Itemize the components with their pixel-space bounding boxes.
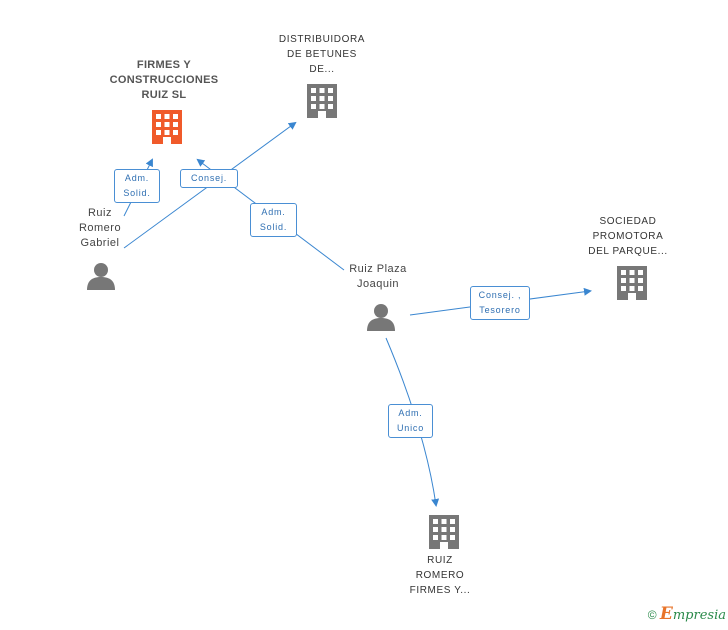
building-icon[interactable] xyxy=(152,110,182,144)
building-icon[interactable] xyxy=(617,266,647,300)
node-label-ruiz-romero-firmes[interactable]: RUIZ ROMERO FIRMES Y... xyxy=(409,555,471,596)
node-label-joaquin[interactable]: Ruiz Plaza Joaquin xyxy=(349,263,407,290)
person-icon[interactable] xyxy=(87,263,115,290)
edge-label-joaquin-ruiz-romero[interactable]: Adm. Unico xyxy=(388,404,433,438)
building-icon[interactable] xyxy=(307,84,337,118)
person-icon[interactable] xyxy=(367,304,395,331)
edge-label-gabriel-distribuidora[interactable]: Consej. xyxy=(180,169,238,188)
copyright-icon: © xyxy=(647,608,657,622)
footer-brand: © Empresia xyxy=(648,604,726,624)
node-label-gabriel[interactable]: Ruiz Romero Gabriel xyxy=(78,207,122,249)
node-label-firmes[interactable]: FIRMES Y CONSTRUCCIONES RUIZ SL xyxy=(109,59,219,101)
node-label-distribuidora[interactable]: DISTRIBUIDORA DE BETUNES DE... xyxy=(278,34,366,75)
edge-label-gabriel-firmes[interactable]: Adm. Solid. xyxy=(114,169,160,203)
brand-logo: Empresia xyxy=(659,604,726,624)
node-label-sociedad[interactable]: SOCIEDAD PROMOTORA DEL PARQUE... xyxy=(588,216,668,257)
edge-label-joaquin-sociedad[interactable]: Consej. , Tesorero xyxy=(470,286,530,320)
edge-label-joaquin-firmes[interactable]: Adm. Solid. xyxy=(250,203,297,237)
building-icon[interactable] xyxy=(429,515,459,549)
